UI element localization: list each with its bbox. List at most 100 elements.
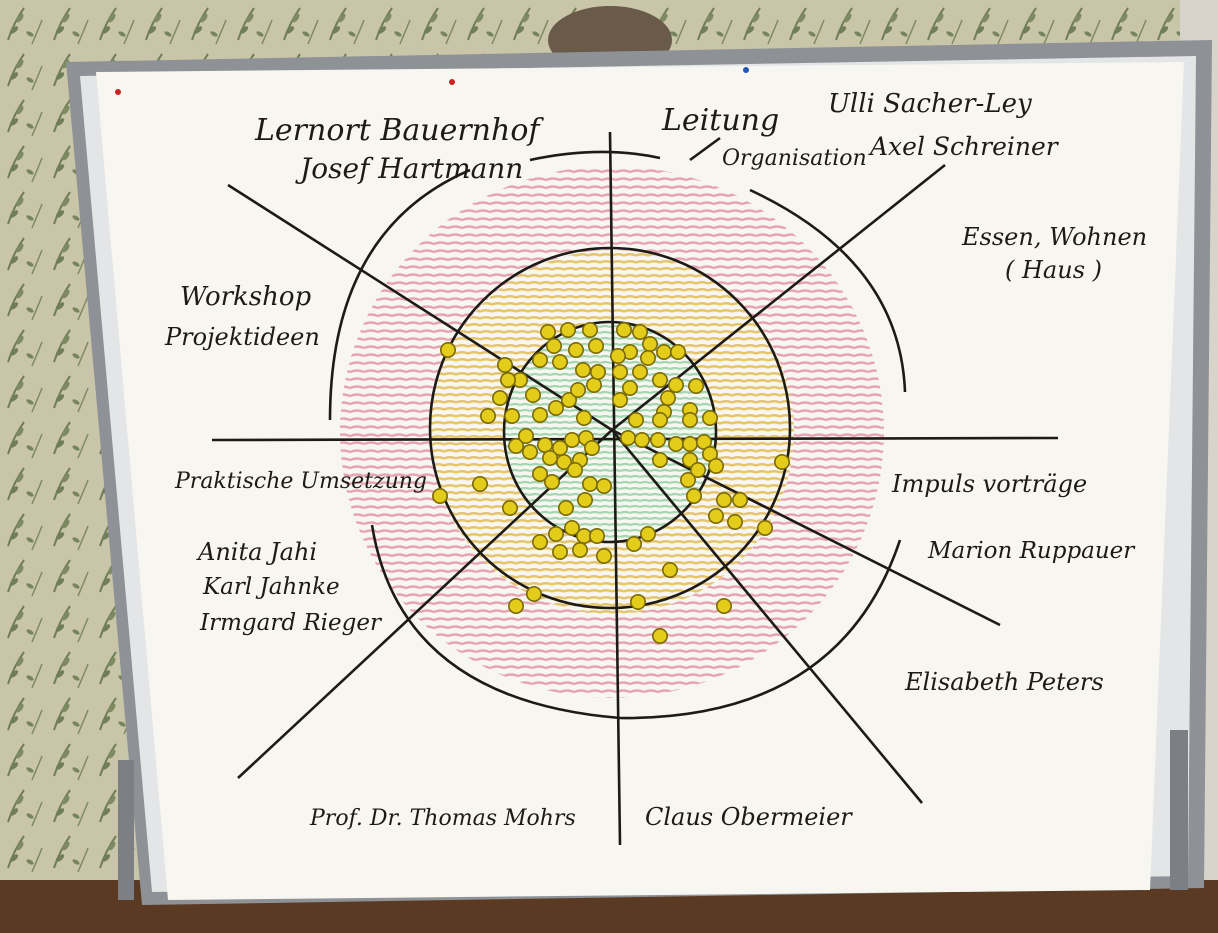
sticker-dot bbox=[503, 501, 517, 515]
sticker-dot bbox=[617, 323, 631, 337]
sticker-dot bbox=[633, 365, 647, 379]
sticker-dot bbox=[523, 445, 537, 459]
label-thomas: Prof. Dr. Thomas Mohrs bbox=[309, 806, 576, 831]
sticker-dot bbox=[627, 537, 641, 551]
sticker-dot bbox=[613, 365, 627, 379]
sticker-dot bbox=[571, 383, 585, 397]
sticker-dot bbox=[583, 477, 597, 491]
sticker-dot bbox=[653, 453, 667, 467]
label-claus: Claus Obermeier bbox=[645, 803, 853, 831]
sticker-dot bbox=[498, 358, 512, 372]
sticker-dot bbox=[613, 393, 627, 407]
pin-red-top bbox=[449, 79, 455, 85]
sticker-dot bbox=[653, 413, 667, 427]
sticker-dot bbox=[533, 353, 547, 367]
sticker-dot bbox=[509, 599, 523, 613]
pin-red-left bbox=[115, 89, 121, 95]
sticker-dot bbox=[553, 355, 567, 369]
label-marion: Marion Ruppauer bbox=[927, 538, 1136, 564]
label-workshop: Workshop bbox=[180, 282, 312, 312]
sticker-dot bbox=[717, 493, 731, 507]
sticker-dot bbox=[590, 529, 604, 543]
sticker-dot bbox=[651, 433, 665, 447]
sticker-dot bbox=[549, 401, 563, 415]
sticker-dot bbox=[568, 463, 582, 477]
label-irmgard: Irmgard Rieger bbox=[199, 610, 383, 636]
sticker-dot bbox=[623, 381, 637, 395]
sticker-dot bbox=[545, 475, 559, 489]
sticker-dot bbox=[775, 455, 789, 469]
sticker-dot bbox=[533, 408, 547, 422]
label-karl: Karl Jahnke bbox=[202, 574, 340, 600]
sticker-dot bbox=[441, 343, 455, 357]
sticker-dot bbox=[547, 339, 561, 353]
sticker-dot bbox=[493, 391, 507, 405]
sticker-dot bbox=[597, 479, 611, 493]
sticker-dot bbox=[577, 411, 591, 425]
sticker-dot bbox=[687, 489, 701, 503]
sticker-dot bbox=[728, 515, 742, 529]
sticker-dot bbox=[709, 509, 723, 523]
sticker-dot bbox=[758, 521, 772, 535]
label-hartmann: Josef Hartmann bbox=[295, 152, 523, 185]
sticker-dot bbox=[585, 441, 599, 455]
sticker-dot bbox=[633, 325, 647, 339]
sticker-dot bbox=[691, 463, 705, 477]
label-praktische: Praktische Umsetzung bbox=[174, 469, 427, 494]
label-leitung: Leitung bbox=[661, 103, 779, 138]
sticker-dot bbox=[597, 549, 611, 563]
sticker-dot bbox=[661, 391, 675, 405]
sticker-dot bbox=[481, 409, 495, 423]
sticker-dot bbox=[641, 351, 655, 365]
label-elisabeth: Elisabeth Peters bbox=[904, 668, 1104, 696]
sticker-dot bbox=[635, 433, 649, 447]
sticker-dot bbox=[589, 339, 603, 353]
sticker-dot bbox=[526, 388, 540, 402]
board-tray-right bbox=[1170, 730, 1188, 890]
label-organisation: Organisation bbox=[722, 146, 867, 171]
sticker-dot bbox=[553, 545, 567, 559]
sticker-dot bbox=[501, 373, 515, 387]
sticker-dot bbox=[573, 543, 587, 557]
sticker-dot bbox=[527, 587, 541, 601]
sticker-dot bbox=[519, 429, 533, 443]
label-anita: Anita Jahi bbox=[196, 538, 317, 566]
sticker-dot bbox=[671, 345, 685, 359]
sticker-dot bbox=[583, 323, 597, 337]
sticker-dot bbox=[543, 451, 557, 465]
sticker-dot bbox=[653, 373, 667, 387]
sticker-dot bbox=[733, 493, 747, 507]
sticker-dot bbox=[541, 325, 555, 339]
sticker-dot bbox=[669, 378, 683, 392]
label-haus: ( Haus ) bbox=[1005, 256, 1102, 284]
sticker-dot bbox=[611, 349, 625, 363]
sticker-dot bbox=[559, 501, 573, 515]
label-ulli: Ulli Sacher-Ley bbox=[828, 89, 1032, 119]
sticker-dot bbox=[505, 409, 519, 423]
sticker-dot bbox=[709, 459, 723, 473]
pin-blue-top bbox=[743, 67, 749, 73]
board-tray-left bbox=[118, 760, 134, 900]
sticker-dot bbox=[533, 535, 547, 549]
sticker-dot bbox=[629, 413, 643, 427]
sticker-dot bbox=[621, 431, 635, 445]
sticker-dot bbox=[653, 629, 667, 643]
sticker-dot bbox=[578, 493, 592, 507]
sticker-dot bbox=[565, 433, 579, 447]
sticker-dot bbox=[689, 379, 703, 393]
sticker-dot bbox=[433, 489, 447, 503]
sticker-dot bbox=[643, 337, 657, 351]
label-lernort: Lernort Bauernhof bbox=[254, 113, 544, 148]
sticker-dot bbox=[669, 437, 683, 451]
sticker-dot bbox=[631, 595, 645, 609]
sticker-dot bbox=[703, 411, 717, 425]
sticker-dot bbox=[473, 477, 487, 491]
sticker-dot bbox=[717, 599, 731, 613]
sticker-dot bbox=[549, 527, 563, 541]
sticker-dot bbox=[663, 563, 677, 577]
label-axel: Axel Schreiner bbox=[868, 132, 1060, 161]
label-essen: Essen, Wohnen bbox=[961, 223, 1147, 251]
sticker-dot bbox=[561, 323, 575, 337]
sticker-dot bbox=[641, 527, 655, 541]
